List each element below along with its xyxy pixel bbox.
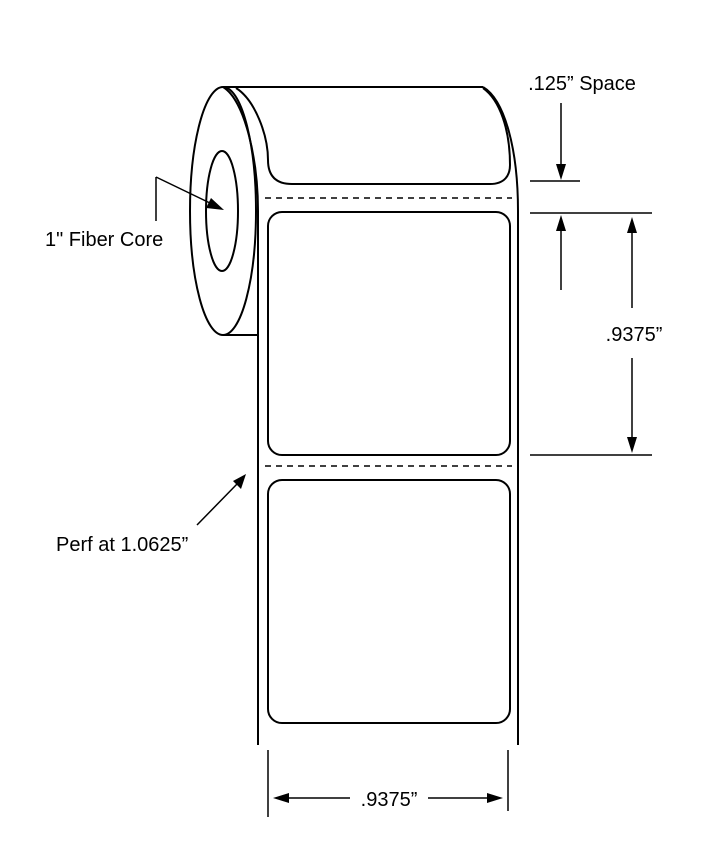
space-label: .125” Space xyxy=(528,73,636,95)
label-width-value: .9375” xyxy=(361,789,418,811)
liner-strip xyxy=(257,197,519,745)
width-arrow-head-left xyxy=(273,793,289,803)
height-dimension: .9375” xyxy=(530,217,663,456)
core-arrow-head xyxy=(206,198,224,210)
core-callout: 1" Fiber Core xyxy=(45,176,224,251)
width-dimension: .9375” xyxy=(267,750,509,817)
roll-right-curve xyxy=(482,86,519,212)
perf-callout: Perf at 1.0625” xyxy=(56,474,246,556)
roll-edge-curve xyxy=(222,86,259,212)
roll-body xyxy=(223,86,519,336)
height-arrow-head-down xyxy=(627,437,637,453)
core-leader-diagonal xyxy=(155,176,213,205)
perf-label: Perf at 1.0625” xyxy=(56,534,188,556)
label-1 xyxy=(267,211,511,456)
label-on-roll xyxy=(235,87,512,185)
space-arrow-head-up xyxy=(556,215,566,231)
label-height-value: .9375” xyxy=(606,324,663,346)
perf-arrow-head xyxy=(233,474,246,489)
core-label: 1" Fiber Core xyxy=(45,229,163,251)
space-arrow-head-down xyxy=(556,164,566,180)
width-arrow-head-right xyxy=(487,793,503,803)
fiber-core-hole xyxy=(205,150,239,272)
perf-leader-line xyxy=(196,482,239,526)
roll-end xyxy=(189,86,259,336)
label-2 xyxy=(267,479,511,724)
space-dimension: .125” Space xyxy=(528,73,652,290)
